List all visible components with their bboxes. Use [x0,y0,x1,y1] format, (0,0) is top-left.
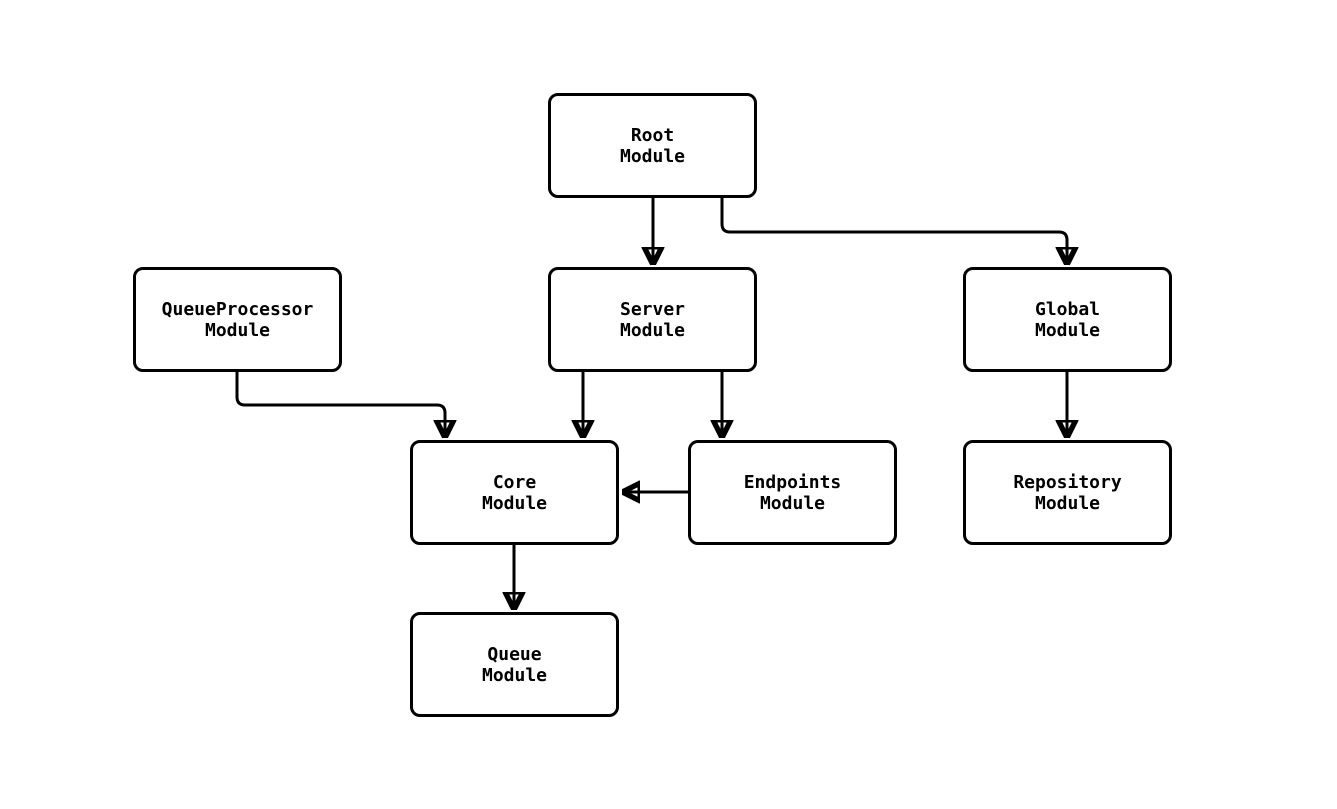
node-core-module: Core Module [410,440,619,545]
node-queueprocessor-module: QueueProcessor Module [133,267,342,372]
node-queue-module: Queue Module [410,612,619,717]
node-repository-module: Repository Module [963,440,1172,545]
node-root-module: Root Module [548,93,757,198]
node-repository-module-label: Repository Module [1013,471,1122,514]
node-global-module-label: Global Module [1034,298,1101,341]
node-queueprocessor-module-label: QueueProcessor Module [161,298,314,341]
node-endpoints-module-label: Endpoints Module [743,471,842,514]
node-global-module: Global Module [963,267,1172,372]
node-server-module: Server Module [548,267,757,372]
node-core-module-label: Core Module [481,471,548,514]
node-root-module-label: Root Module [619,124,686,167]
node-endpoints-module: Endpoints Module [688,440,897,545]
edge-queueprocessor-to-core [235,372,445,436]
node-server-module-label: Server Module [619,298,686,341]
node-queue-module-label: Queue Module [481,643,548,686]
edge-root-to-global [720,198,1067,263]
